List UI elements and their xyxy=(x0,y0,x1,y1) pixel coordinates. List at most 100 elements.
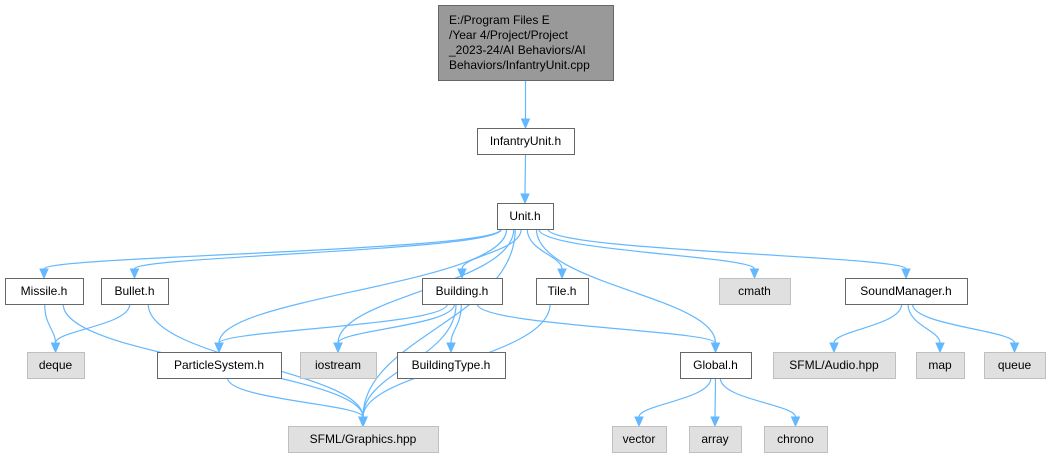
node-box xyxy=(5,278,84,305)
node-box xyxy=(497,203,554,230)
edge-arrowhead xyxy=(710,416,720,428)
edge-line xyxy=(538,228,756,270)
node-label: cmath xyxy=(738,284,771,298)
node-queue: queue xyxy=(984,352,1046,379)
edge-root-to-infantryunit_h xyxy=(520,79,531,130)
node-array: array xyxy=(689,426,742,453)
edge-arrowhead xyxy=(457,268,467,280)
edge-particlesystem_h-to-sfml_graphics xyxy=(227,377,368,428)
edge-arrowhead xyxy=(446,342,456,354)
node-label: ParticleSystem.h xyxy=(174,358,264,372)
node-box xyxy=(719,278,791,305)
node-map: map xyxy=(916,352,965,379)
node-box xyxy=(397,352,506,379)
edge-unit_h-to-cmath xyxy=(538,228,760,280)
node-label: BuildingType.h xyxy=(412,358,491,372)
node-infantryunit-h[interactable]: InfantryUnit.h xyxy=(477,128,575,155)
node-box xyxy=(300,352,377,379)
edge-line xyxy=(337,303,456,344)
node-building-h[interactable]: Building.h xyxy=(422,278,503,305)
node-missile-h[interactable]: Missile.h xyxy=(5,278,84,305)
edge-global_h-to-vector xyxy=(634,377,712,428)
edge-arrowhead xyxy=(358,416,368,428)
edge-line xyxy=(43,228,502,270)
edges-layer xyxy=(39,79,1020,428)
edge-global_h-to-array xyxy=(710,377,720,428)
edge-line xyxy=(535,228,717,344)
node-label: iostream xyxy=(315,358,361,372)
node-sfml-graphics: SFML/Graphics.hpp xyxy=(288,426,439,453)
node-label: SoundManager.h xyxy=(860,284,951,298)
edge-line xyxy=(218,303,449,344)
node-iostream: iostream xyxy=(300,352,377,379)
edge-bullet_h-to-deque xyxy=(50,303,131,354)
node-label: SFML/Graphics.hpp xyxy=(310,432,417,446)
node-label: chrono xyxy=(777,432,814,446)
edge-soundmanager_h-to-sfml_audio xyxy=(829,303,903,354)
edge-arrowhead xyxy=(333,342,343,354)
edge-arrowhead xyxy=(829,342,839,354)
node-particlesystem-h[interactable]: ParticleSystem.h xyxy=(157,352,282,379)
node-box xyxy=(27,352,85,379)
node-tile-h[interactable]: Tile.h xyxy=(536,278,589,305)
edge-arrowhead xyxy=(557,268,567,280)
node-cmath: cmath xyxy=(719,278,791,305)
edge-building_h-to-iostream xyxy=(333,303,456,354)
edge-line xyxy=(362,228,516,418)
node-sfml-audio: SFML/Audio.hpp xyxy=(773,352,896,379)
node-soundmanager-h[interactable]: SoundManager.h xyxy=(845,278,968,305)
node-label: queue xyxy=(998,358,1032,372)
node-label: E:/Program Files E xyxy=(449,13,550,27)
node-box xyxy=(612,426,667,453)
node-box xyxy=(916,352,965,379)
node-box xyxy=(773,352,896,379)
edge-line xyxy=(476,303,717,344)
edge-line xyxy=(133,228,503,270)
node-box xyxy=(845,278,968,305)
node-label: SFML/Audio.hpp xyxy=(789,358,879,372)
edge-arrowhead xyxy=(790,416,801,428)
edge-line xyxy=(44,303,57,344)
edge-line xyxy=(911,303,1016,344)
edge-line xyxy=(638,377,712,418)
edge-building_h-to-buildingtype_h xyxy=(446,303,462,354)
edge-line xyxy=(833,303,903,344)
node-chrono: chrono xyxy=(764,426,828,453)
edge-line xyxy=(547,228,907,270)
edge-line xyxy=(54,303,131,344)
edge-arrowhead xyxy=(39,268,49,280)
edge-unit_h-to-sfml_graphics xyxy=(358,228,516,428)
node-label: Behaviors/InfantryUnit.cpp xyxy=(449,58,590,72)
node-unit-h[interactable]: Unit.h xyxy=(497,203,554,230)
edge-arrowhead xyxy=(710,342,721,354)
edge-arrowhead xyxy=(935,342,945,354)
node-label: array xyxy=(701,432,728,446)
node-root[interactable]: E:/Program Files E/Year 4/Project/Projec… xyxy=(438,5,614,81)
node-label: Unit.h xyxy=(509,209,540,223)
edge-line xyxy=(526,228,563,270)
node-bullet-h[interactable]: Bullet.h xyxy=(101,278,169,305)
edge-arrowhead xyxy=(520,193,530,205)
edge-arrowhead xyxy=(214,342,224,354)
node-box xyxy=(422,278,503,305)
edge-building_h-to-global_h xyxy=(476,303,721,354)
edge-arrowhead xyxy=(1009,342,1020,354)
edge-building_h-to-particlesystem_h xyxy=(214,303,449,354)
node-global-h[interactable]: Global.h xyxy=(680,352,752,379)
node-buildingtype-h[interactable]: BuildingType.h xyxy=(397,352,506,379)
node-box xyxy=(288,426,439,453)
edge-unit_h-to-missile_h xyxy=(39,228,502,280)
edge-soundmanager_h-to-queue xyxy=(911,303,1020,354)
edge-arrowhead xyxy=(50,342,61,354)
node-deque: deque xyxy=(27,352,85,379)
node-box xyxy=(536,278,589,305)
edge-unit_h-to-soundmanager_h xyxy=(547,228,911,280)
node-label: vector xyxy=(623,432,656,446)
node-box xyxy=(984,352,1046,379)
node-label: _2023-24/AI Behaviors/AI xyxy=(448,43,586,57)
node-vector: vector xyxy=(612,426,667,453)
edge-soundmanager_h-to-map xyxy=(907,303,945,354)
edge-arrowhead xyxy=(520,118,531,130)
node-label: Bullet.h xyxy=(114,284,154,298)
node-label: Global.h xyxy=(693,358,738,372)
